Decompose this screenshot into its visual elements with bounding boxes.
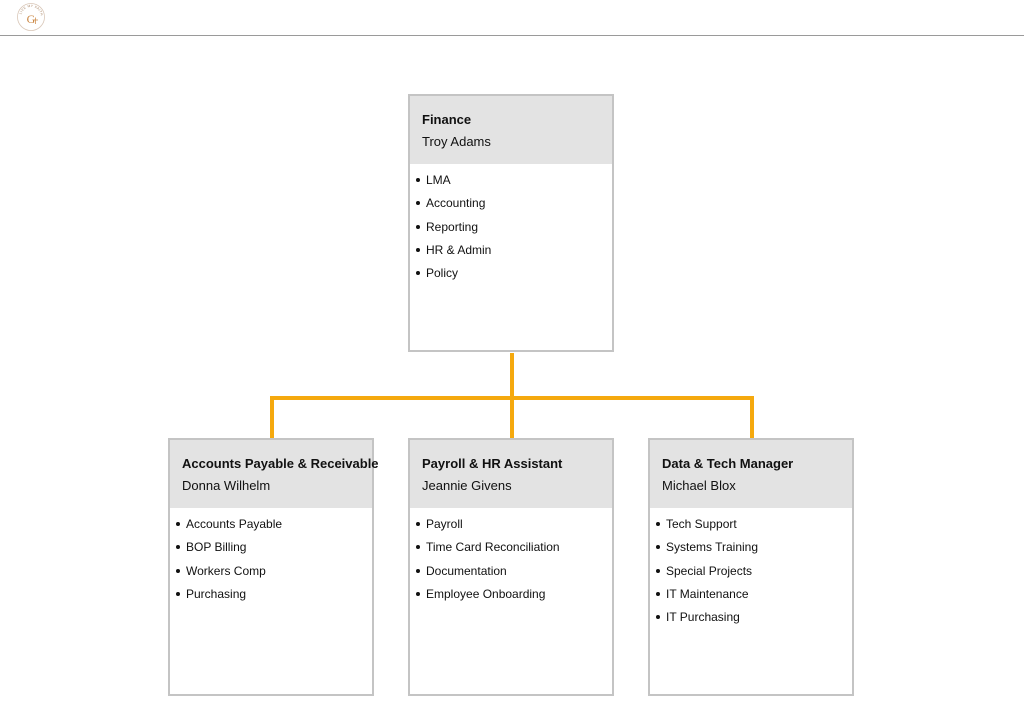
node-person: Donna Wilhelm [182,478,271,493]
list-item: Reporting [416,219,612,235]
org-node-accounts: Accounts Payable & Receivable Donna Wilh… [168,438,379,696]
list-item: Accounts Payable [176,516,372,532]
list-item: BOP Billing [176,539,372,555]
list-item: IT Purchasing [656,609,852,625]
list-item: HR & Admin [416,242,612,258]
node-duties-list: LMA Accounting Reporting HR & Admin Poli… [410,164,612,281]
node-title: Payroll & HR Assistant [422,456,563,471]
node-header: Data & Tech Manager Michael Blox [650,440,852,508]
node-duties-list: Accounts Payable BOP Billing Workers Com… [170,508,372,602]
list-item: Documentation [416,563,612,579]
org-node-finance: Finance Troy Adams LMA Accounting Report… [408,94,614,352]
list-item: Purchasing [176,586,372,602]
list-item: LMA [416,172,612,188]
node-person: Troy Adams [422,134,491,149]
node-header: Accounts Payable & Receivable Donna Wilh… [170,440,379,508]
node-header: Finance Troy Adams [410,96,612,164]
list-item: Systems Training [656,539,852,555]
list-item: Workers Comp [176,563,372,579]
list-item: Policy [416,265,612,281]
top-bar: LIVE MY FAITH G [0,0,1024,36]
list-item: Tech Support [656,516,852,532]
list-item: Special Projects [656,563,852,579]
node-person: Jeannie Givens [422,478,512,493]
connector-lines [270,353,754,438]
node-duties-list: Payroll Time Card Reconciliation Documen… [410,508,612,602]
list-item: Employee Onboarding [416,586,612,602]
node-title: Data & Tech Manager [662,456,794,471]
node-title: Finance [422,112,472,127]
list-item: Payroll [416,516,612,532]
company-logo-icon: LIVE MY FAITH G [17,3,45,31]
org-node-payroll: Payroll & HR Assistant Jeannie Givens Pa… [408,438,614,696]
logo-letter: G [27,12,36,26]
node-duties-list: Tech Support Systems Training Special Pr… [650,508,852,625]
node-header: Payroll & HR Assistant Jeannie Givens [410,440,612,508]
node-title: Accounts Payable & Receivable [182,456,379,471]
node-person: Michael Blox [662,478,736,493]
list-item: Accounting [416,195,612,211]
org-node-data-tech: Data & Tech Manager Michael Blox Tech Su… [648,438,854,696]
list-item: Time Card Reconciliation [416,539,612,555]
list-item: IT Maintenance [656,586,852,602]
